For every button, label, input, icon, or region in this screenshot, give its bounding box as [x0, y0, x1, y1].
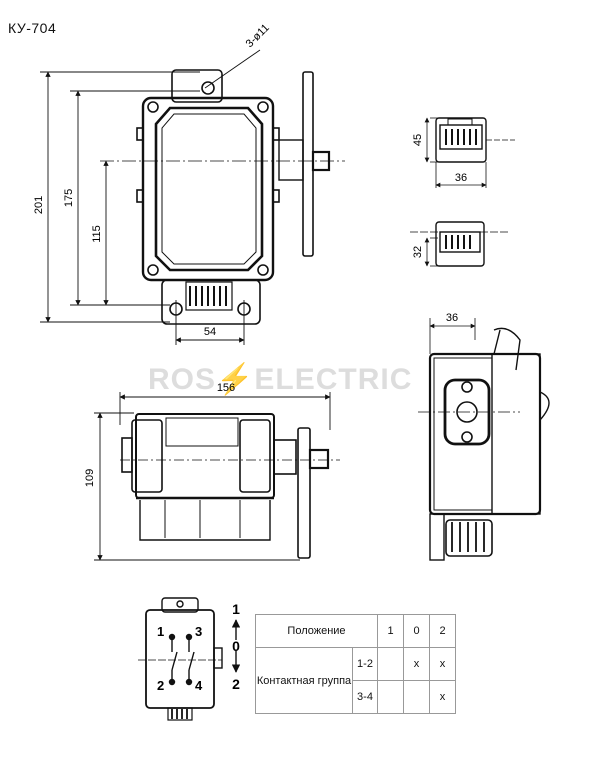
front-view-dimensions — [40, 49, 261, 345]
wiring-diagram — [138, 597, 241, 721]
dim-height-109: 109 — [84, 469, 96, 487]
dim-gland-top-h: 45 — [412, 134, 424, 146]
table-cell: x — [429, 647, 456, 681]
table-cell: x — [403, 647, 430, 681]
dim-holes: 3-ø11 — [244, 22, 272, 50]
position-col-1: 1 — [377, 614, 404, 648]
watermark: ROS⚡ELECTRIC — [148, 362, 412, 397]
position-label-0: 0 — [232, 638, 240, 654]
terminal-4: 4 — [195, 678, 203, 693]
bottom-view-dimensions — [94, 392, 331, 561]
dim-gland-top-w: 36 — [455, 172, 467, 184]
table-cell — [377, 680, 404, 714]
table-header-row: Положение 1 0 2 — [255, 614, 456, 648]
table-row: 3-4 x — [256, 680, 456, 714]
table-cell — [403, 680, 430, 714]
table-cell: x — [429, 680, 456, 714]
contacts-label: 3-4 — [352, 680, 378, 714]
front-view — [100, 69, 345, 325]
side-view — [418, 318, 550, 561]
bottom-view — [120, 413, 340, 559]
terminal-3: 3 — [195, 624, 202, 639]
switching-table: Положение 1 0 2 Контактная группа 1-2 x … — [255, 614, 456, 714]
dim-overall-height: 201 — [33, 196, 45, 214]
position-header: Положение — [255, 614, 378, 648]
watermark-left: ROS — [148, 363, 217, 396]
dim-height-175: 175 — [63, 189, 75, 207]
terminal-2: 2 — [157, 678, 164, 693]
position-label-1: 1 — [232, 601, 240, 617]
gland-side-view — [410, 221, 510, 267]
dim-side-36: 36 — [446, 312, 458, 324]
contacts-label: 1-2 — [352, 647, 378, 681]
dim-gland-side-h: 32 — [412, 246, 424, 258]
table-row: Контактная группа 1-2 x x — [255, 647, 456, 714]
terminal-1: 1 — [157, 624, 164, 639]
position-col-0: 0 — [403, 614, 430, 648]
dim-width-54: 54 — [204, 326, 216, 338]
dim-width-156: 156 — [217, 382, 235, 394]
position-col-2: 2 — [429, 614, 456, 648]
bolt-icon: ⚡ — [216, 363, 255, 396]
watermark-right: ELECTRIC — [254, 363, 413, 396]
dim-height-115: 115 — [91, 225, 103, 243]
position-label-2: 2 — [232, 676, 240, 692]
table-cell — [377, 647, 404, 681]
gland-top-view — [424, 117, 515, 188]
drawing-title: КУ-704 — [8, 20, 57, 36]
contact-group-label: Контактная группа — [255, 647, 353, 714]
